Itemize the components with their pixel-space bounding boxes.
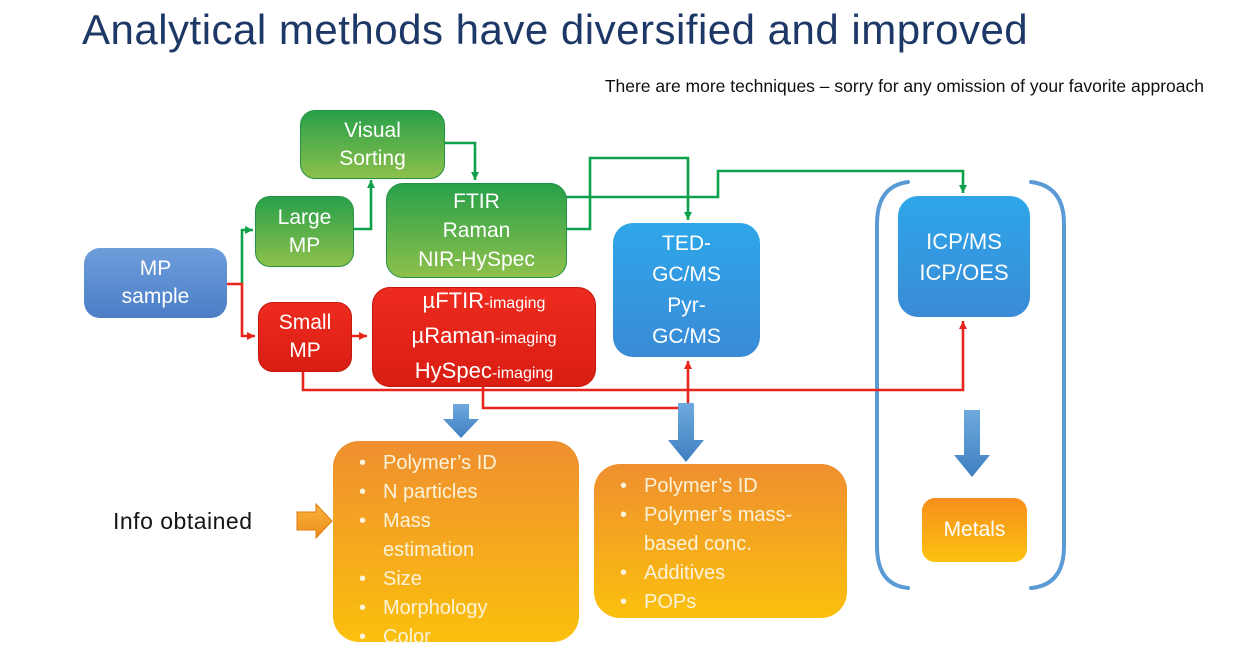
list-item: Polymer’s ID (620, 472, 837, 501)
list-item: N particles (359, 478, 569, 507)
list-item: Polymer’s mass- based conc. (620, 501, 837, 559)
imaging-term: HySpec (414, 357, 492, 383)
node-ted-pyr-gcms: TED- GC/MS Pyr- GC/MS (613, 223, 760, 357)
imaging-line: µRaman-imaging (412, 320, 557, 355)
imaging-suffix: -imaging (491, 364, 554, 382)
info-list: Polymer’s ID Polymer’s mass- based conc.… (594, 464, 847, 617)
down-arrow-icon (954, 410, 990, 477)
info-list: Polymer’s ID N particles Mass estimation… (333, 441, 579, 649)
list-item: Morphology (359, 594, 569, 623)
node-visual-sorting: Visual Sorting (300, 110, 445, 179)
imaging-suffix: -imaging (495, 329, 557, 347)
list-item: Size (359, 565, 569, 594)
node-mp-sample: MP sample (84, 248, 227, 318)
info-box-spectroscopy: Polymer’s ID N particles Mass estimation… (333, 441, 579, 649)
connector-sample-to-largemp (240, 226, 253, 284)
imaging-term: µRaman (411, 322, 496, 348)
info-obtained-label: Info obtained (113, 508, 253, 534)
right-bracket (1029, 180, 1066, 590)
connector-ftir-to-icp (565, 169, 967, 199)
connector-sample-to-smallmp (227, 282, 255, 340)
connector-ftir-to-ted (565, 156, 692, 231)
list-item: Additives (620, 559, 837, 588)
down-arrow-icon (668, 403, 704, 462)
imaging-term: µFTIR (422, 287, 485, 313)
list-item: Polymer’s ID (359, 449, 569, 478)
imaging-line: HySpec-imaging (415, 355, 553, 390)
node-small-mp: Small MP (258, 302, 352, 372)
connector-imaging-to-ted (481, 361, 692, 410)
right-arrow-icon (296, 502, 333, 540)
connector-smallmp-to-icp (301, 321, 967, 392)
left-bracket (875, 180, 910, 590)
connector-visualsorting-to-ftir (443, 141, 479, 180)
list-item: POPs (620, 588, 837, 617)
subtitle: There are more techniques – sorry for an… (604, 76, 1204, 96)
down-arrow-icon (443, 404, 479, 438)
node-large-mp: Large MP (255, 196, 354, 267)
page-title: Analytical methods have diversified and … (82, 6, 1029, 53)
info-box-thermal: Polymer’s ID Polymer’s mass- based conc.… (594, 464, 847, 618)
list-item: Color (359, 623, 569, 649)
node-metals: Metals (922, 498, 1027, 562)
imaging-line: µFTIR-imaging (423, 285, 546, 320)
imaging-suffix: -imaging (484, 294, 546, 312)
list-item: Mass estimation (359, 507, 569, 565)
node-imaging: µFTIR-imaging µRaman-imaging HySpec-imag… (372, 287, 596, 387)
connector-largemp-to-visualsorting (352, 180, 375, 231)
node-ftir-raman: FTIR Raman NIR-HySpec (386, 183, 567, 278)
node-icp: ICP/MS ICP/OES (898, 196, 1030, 317)
